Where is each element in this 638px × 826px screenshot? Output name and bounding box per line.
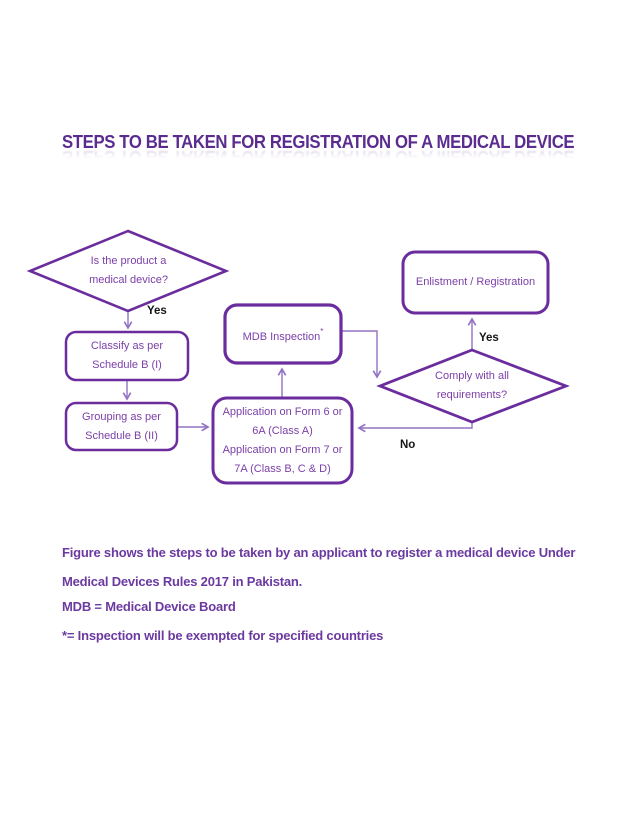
connector-decision2-no-to-application bbox=[357, 422, 473, 433]
process-application-label-line1: Application on Form 6 or 6A (Class A) bbox=[222, 405, 343, 437]
decision-is-medical-device-label: Is the product a medical device? bbox=[89, 255, 168, 286]
process-mdb-inspection-shape bbox=[223, 303, 343, 365]
decision-comply-label: Comply with all requirements? bbox=[435, 370, 509, 401]
abbreviation-note: MDB = Medical Device Board bbox=[62, 599, 236, 614]
edge-label-no-comply: No bbox=[400, 439, 416, 451]
process-application-shape bbox=[211, 396, 354, 485]
connector-mdb-to-decision2 bbox=[341, 330, 382, 379]
inspection-footnote: *= Inspection will be exempted for speci… bbox=[62, 628, 384, 643]
title-block: STEPS TO BE TAKEN FOR REGISTRATION OF A … bbox=[62, 131, 575, 168]
process-grouping-label: Grouping as per Schedule B (II) bbox=[82, 410, 161, 442]
decision-comply-shape bbox=[376, 348, 570, 424]
process-mdb-inspection-label: MDB Inspection* bbox=[242, 326, 324, 343]
process-classify-shape bbox=[64, 330, 190, 382]
decision-is-medical-device-shape bbox=[26, 229, 230, 313]
figure-caption: Figure shows the steps to be taken by an… bbox=[62, 545, 576, 589]
process-grouping-shape bbox=[64, 401, 179, 452]
process-enlistment-label: Enlistment / Registration bbox=[415, 276, 536, 288]
process-application-label-line2: Application on Form 7 or 7A (Class B, C … bbox=[222, 443, 343, 475]
process-enlistment-shape bbox=[401, 250, 550, 315]
page-title: STEPS TO BE TAKEN FOR REGISTRATION OF A … bbox=[62, 132, 575, 152]
footnote-asterisk: * bbox=[320, 326, 324, 336]
edge-label-yes-product: Yes bbox=[147, 305, 167, 317]
process-classify-label: Classify as per Schedule B (I) bbox=[90, 340, 164, 371]
edge-label-yes-comply: Yes bbox=[479, 332, 499, 344]
